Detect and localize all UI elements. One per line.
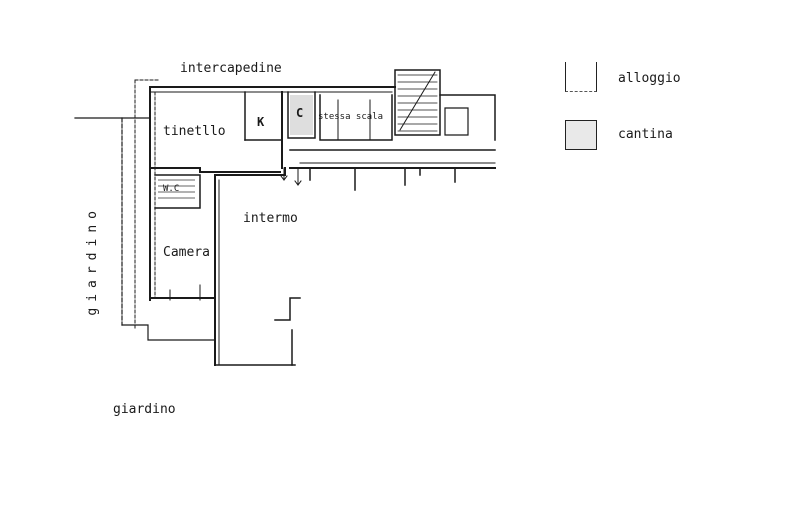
label-tinello: tinetllo xyxy=(163,124,226,139)
corridor-pilasters xyxy=(309,167,456,191)
label-interno: intermo xyxy=(243,211,298,226)
wall-east-box xyxy=(444,107,469,136)
label-camera: Camera xyxy=(163,245,210,260)
door-camera xyxy=(169,284,201,301)
label-giardino-side: giardino xyxy=(85,205,100,316)
wc-hatch xyxy=(158,179,195,199)
label-kitchen: K xyxy=(257,115,265,129)
wall-wc xyxy=(154,174,201,209)
wall-notch xyxy=(274,297,301,321)
wall-east-stub xyxy=(439,94,496,141)
wall-south-west xyxy=(121,324,216,341)
legend-alloggio-label: alloggio xyxy=(618,71,681,86)
bath-shading xyxy=(290,95,313,135)
wall-stairs-room-inner xyxy=(337,99,371,141)
wall-corridor-top xyxy=(214,167,286,176)
label-stairs: stessa scala xyxy=(318,112,384,122)
wall-stairs-room xyxy=(319,94,393,141)
wall-tinello-south xyxy=(149,167,281,173)
arrow-down-2 xyxy=(294,167,302,186)
legend-cantina-swatch xyxy=(565,120,597,150)
wall-bath xyxy=(287,91,316,139)
stair-diagonal xyxy=(399,71,436,131)
label-bath: C xyxy=(296,106,304,120)
label-wc: W.C xyxy=(163,184,180,194)
legend-alloggio-swatch xyxy=(565,62,597,92)
label-giardino-bottom: giardino xyxy=(113,402,176,417)
intercapedine-outline xyxy=(134,79,161,331)
label-intercapedine: intercapedine xyxy=(180,61,282,76)
arrow-down-1 xyxy=(280,167,288,181)
stairwell xyxy=(394,69,441,136)
stair-treads xyxy=(397,74,438,132)
legend-cantina-label: cantina xyxy=(618,127,673,142)
